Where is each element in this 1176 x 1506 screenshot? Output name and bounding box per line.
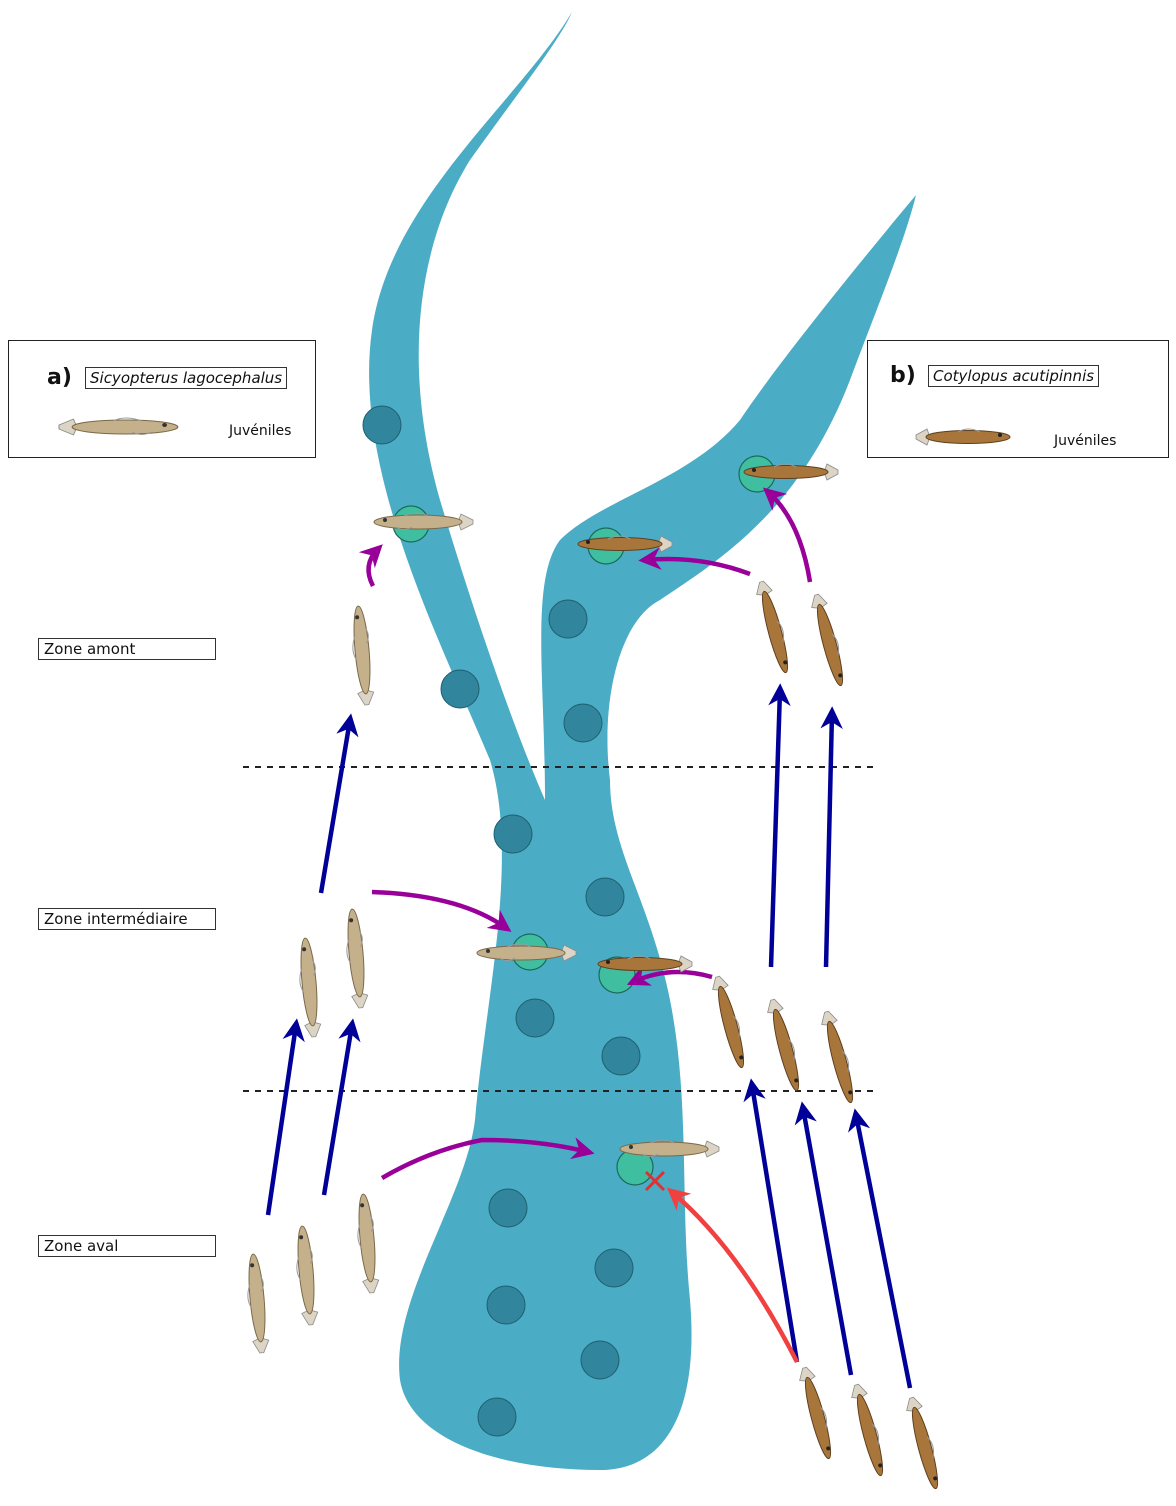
- pool: [595, 1249, 633, 1287]
- upstream-arrow: [803, 1108, 851, 1375]
- pool: [564, 704, 602, 742]
- sicyopterus-juvenile: [244, 1253, 270, 1353]
- pool: [516, 999, 554, 1037]
- species-name-cotylopus: Cotylopus acutipinnis: [928, 365, 1099, 387]
- sicyopterus-juvenile: [343, 908, 369, 1008]
- pool: [441, 670, 479, 708]
- pool: [494, 815, 532, 853]
- upstream-arrow: [324, 1025, 352, 1195]
- pool: [602, 1037, 640, 1075]
- cotylopus-juvenile: [754, 580, 794, 675]
- cotylopus-juvenile: [765, 998, 805, 1093]
- cotylopus-juvenile: [809, 593, 849, 688]
- legend-sicyopterus: a) Sicyopterus lagocephalus Juvéniles: [8, 340, 316, 458]
- zone-label-intermediaire: Zone intermédiaire: [38, 908, 216, 930]
- sicyopterus-juvenile: [293, 1225, 319, 1325]
- upstream-arrow: [321, 720, 350, 893]
- zone-label-amont: Zone amont: [38, 638, 216, 660]
- pool: [489, 1189, 527, 1227]
- river-main-branch: [369, 12, 916, 1470]
- legend-stage-label-b: Juvéniles: [1054, 433, 1116, 449]
- sicyopterus-juvenile: [349, 605, 375, 705]
- legend-fish-icon-sicyopterus: [55, 415, 195, 439]
- pool: [478, 1398, 516, 1436]
- pool: [549, 600, 587, 638]
- species-name-sicyopterus: Sicyopterus lagocephalus: [85, 367, 287, 389]
- cotylopus-juvenile: [904, 1396, 944, 1491]
- sicyopterus-juvenile: [374, 513, 473, 530]
- legend-letter-b: b): [890, 363, 916, 388]
- settlement-arrow: [372, 892, 506, 928]
- legend-fish-icon-cotylopus: [908, 425, 1028, 449]
- legend-cotylopus: b) Cotylopus acutipinnis Juvéniles: [867, 340, 1169, 458]
- settlement-arrow: [369, 549, 378, 586]
- upstream-arrow: [856, 1115, 910, 1388]
- pool: [487, 1286, 525, 1324]
- sicyopterus-juvenile: [296, 937, 322, 1037]
- zone-label-aval: Zone aval: [38, 1235, 216, 1257]
- legend-letter-a: a): [47, 365, 72, 390]
- upstream-arrow: [826, 713, 832, 967]
- sicyopterus-juvenile: [354, 1193, 380, 1293]
- pool: [586, 878, 624, 916]
- pool: [581, 1341, 619, 1379]
- cotylopus-juvenile: [710, 975, 750, 1070]
- pool: [363, 406, 401, 444]
- cotylopus-juvenile: [849, 1383, 889, 1478]
- upstream-arrow: [771, 690, 780, 967]
- upstream-arrow: [268, 1025, 296, 1215]
- legend-stage-label-a: Juvéniles: [229, 423, 291, 439]
- cotylopus-juvenile: [797, 1366, 837, 1461]
